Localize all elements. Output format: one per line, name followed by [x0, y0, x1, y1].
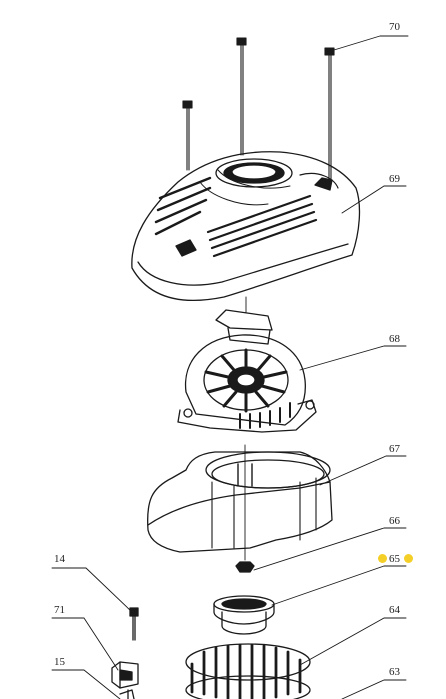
callout-65: 65 — [389, 553, 400, 565]
callout-66: 66 — [389, 515, 400, 527]
leader-lines — [51, 35, 409, 699]
callout-14: 14 — [54, 553, 65, 565]
bolt-top-center — [236, 37, 247, 156]
recoil-starter-part — [177, 309, 317, 433]
screw-part — [129, 607, 139, 641]
leader-70 — [333, 35, 409, 51]
leader-69 — [341, 185, 407, 214]
highlight-dot-right — [404, 554, 413, 563]
leader-68 — [299, 345, 407, 371]
starter-cup-part — [213, 595, 275, 635]
clip-part — [111, 661, 139, 689]
leader-15 — [51, 669, 121, 699]
bolt-left — [182, 100, 193, 171]
callout-64: 64 — [389, 604, 400, 616]
callout-70: 70 — [389, 21, 400, 33]
leader-71 — [51, 617, 119, 671]
callout-63: 63 — [389, 666, 400, 678]
highlight-dot-left — [378, 554, 387, 563]
leader-66 — [253, 527, 407, 571]
callout-67: 67 — [389, 443, 400, 455]
callout-71: 71 — [54, 604, 65, 616]
leader-63 — [341, 679, 407, 699]
blower-housing-part — [146, 444, 333, 561]
nut-part — [235, 561, 255, 573]
callout-15: 15 — [54, 656, 65, 668]
callout-68: 68 — [389, 333, 400, 345]
leader-64 — [299, 617, 407, 666]
bracket-part — [119, 689, 135, 699]
flywheel-fan-part — [185, 643, 311, 699]
callout-69: 69 — [389, 173, 400, 185]
leader-67 — [319, 455, 407, 486]
leader-65 — [271, 565, 407, 606]
fan-cover-part — [131, 151, 361, 314]
bolt-right — [324, 47, 335, 186]
leader-14 — [51, 567, 133, 613]
